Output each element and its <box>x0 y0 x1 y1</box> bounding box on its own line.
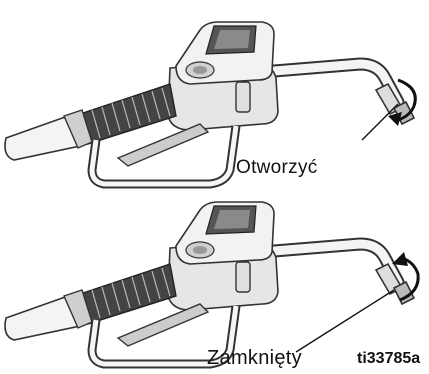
nozzle-open-illustration <box>5 22 414 184</box>
nozzle-closed-illustration <box>5 202 414 364</box>
callout-line-closed <box>296 290 394 352</box>
figure-reference: ti33785a <box>357 350 420 368</box>
open-label: Otworzyć <box>236 157 318 179</box>
closed-label: Zamknięty <box>207 347 302 370</box>
callout-line-open <box>362 104 398 140</box>
